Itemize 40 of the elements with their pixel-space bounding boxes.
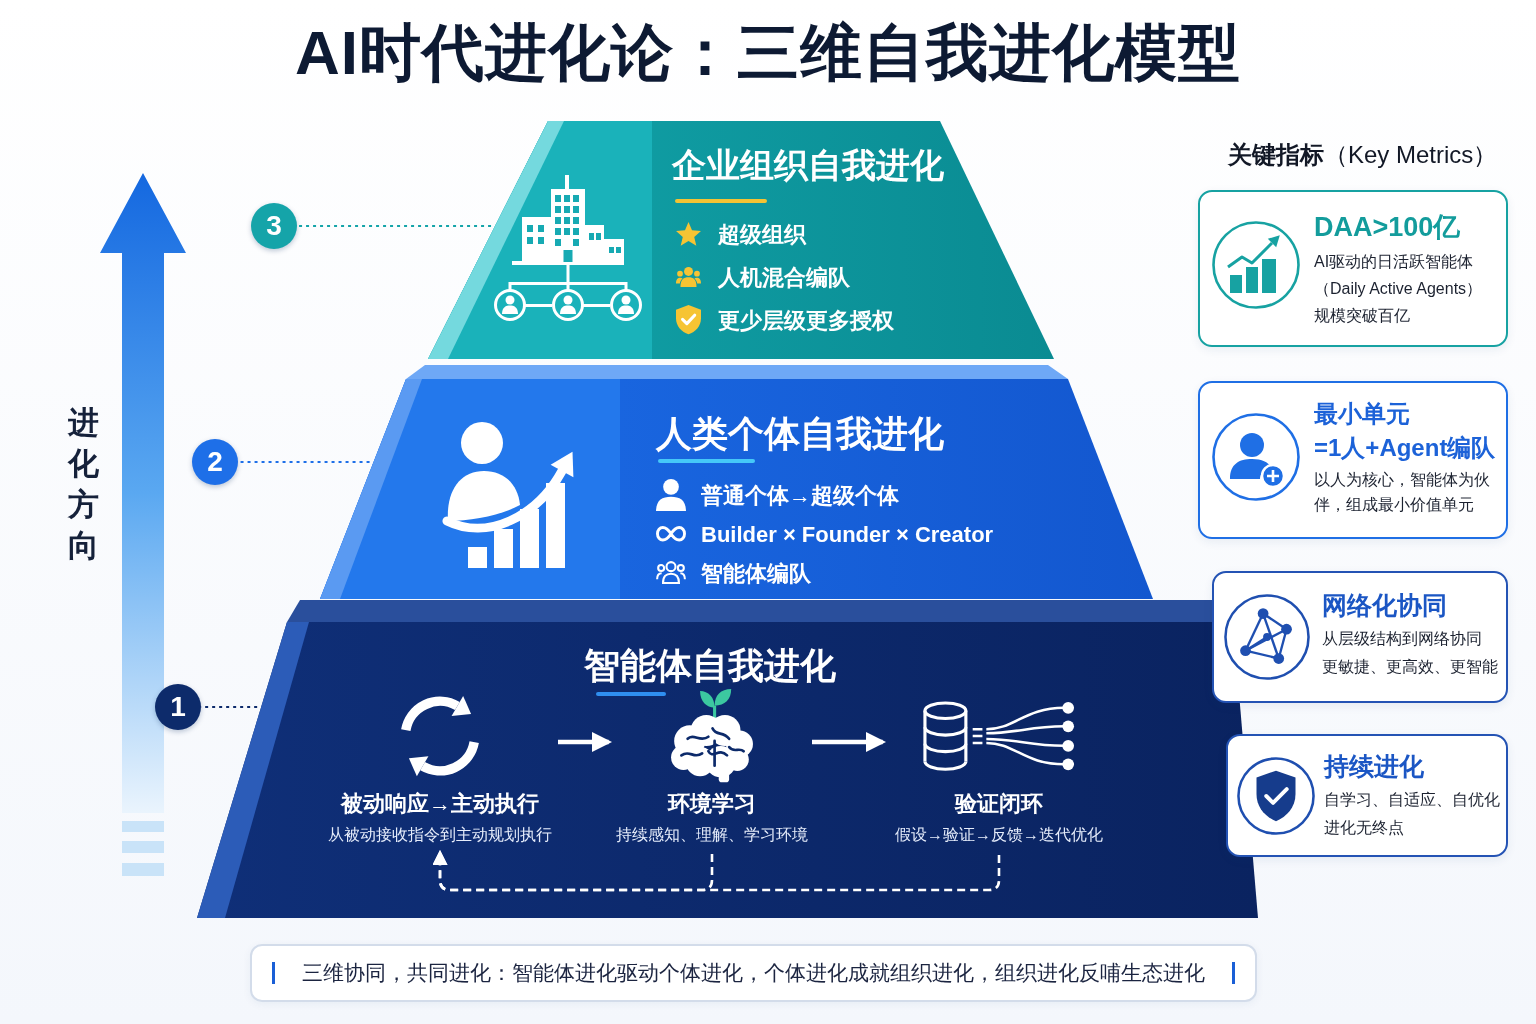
metric-card xyxy=(1212,571,1508,703)
tier-title: 人类个体自我进化 xyxy=(656,412,944,456)
list-item-text: 智能体编队 xyxy=(701,559,811,588)
metric-description: 更敏捷、更高效、更智能 xyxy=(1322,657,1498,677)
summary-text: 三维协同，共同进化：智能体进化驱动个体进化，个体进化成就组织进化，组织进化反哺生态进化 xyxy=(302,960,1205,986)
list-item-text: 超级组织 xyxy=(718,220,806,249)
summary-banner xyxy=(250,944,1257,1002)
tier-title: 企业组织自我进化 xyxy=(672,145,944,186)
metric-card xyxy=(1198,190,1508,347)
metric-description: 以人为核心，智能体为伙伴，组成最小价值单元 xyxy=(1314,470,1491,515)
arrow xyxy=(558,732,612,752)
metric-title: 最小单元 xyxy=(1314,399,1410,429)
tier-title: 智能体自我进化 xyxy=(584,644,836,688)
list-item-text: 人机混合编队 xyxy=(718,263,850,292)
list-item-text: Builder × Founder × Creator xyxy=(701,520,994,549)
step-description: 假设→验证→反馈→迭代优化 xyxy=(895,825,1103,845)
title: AI时代进化论：三维自我进化模型 xyxy=(295,17,1241,89)
metric-description: 进化无终点 xyxy=(1324,818,1404,838)
metric-description: 从层级结构到网络协同 xyxy=(1322,629,1482,649)
step-title: 被动响应→主动执行 xyxy=(341,790,539,818)
step-title: 环境学习 xyxy=(668,790,756,818)
metric-card xyxy=(1198,381,1508,539)
arrow xyxy=(812,732,886,752)
axis-label: 进化方向 xyxy=(66,404,100,565)
metric-description: AI驱动的日活跃智能体（Daily Active Agents）规模突破百亿 xyxy=(1314,252,1484,326)
metric-title: DAA>100亿 xyxy=(1314,211,1461,244)
feedback-arrow xyxy=(432,850,714,892)
level-number: 3 xyxy=(251,203,297,249)
metric-card xyxy=(1226,734,1508,857)
list-item-text: 普通个体→超级个体 xyxy=(701,481,899,510)
step-description: 持续感知、理解、学习环境 xyxy=(616,825,808,845)
level-number: 2 xyxy=(192,439,238,485)
metric-title: 网络化协同 xyxy=(1322,590,1447,621)
metric-title: 持续进化 xyxy=(1324,751,1424,782)
metric-title: =1人+Agent编队 xyxy=(1314,433,1496,463)
section-heading: 关键指标（Key Metrics） xyxy=(1228,140,1498,170)
metric-description: 自学习、自适应、自优化 xyxy=(1324,790,1500,810)
step-description: 从被动接收指令到主动规划执行 xyxy=(328,825,552,845)
list-item-text: 更少层级更多授权 xyxy=(718,306,894,335)
step-title: 验证闭环 xyxy=(955,790,1043,818)
